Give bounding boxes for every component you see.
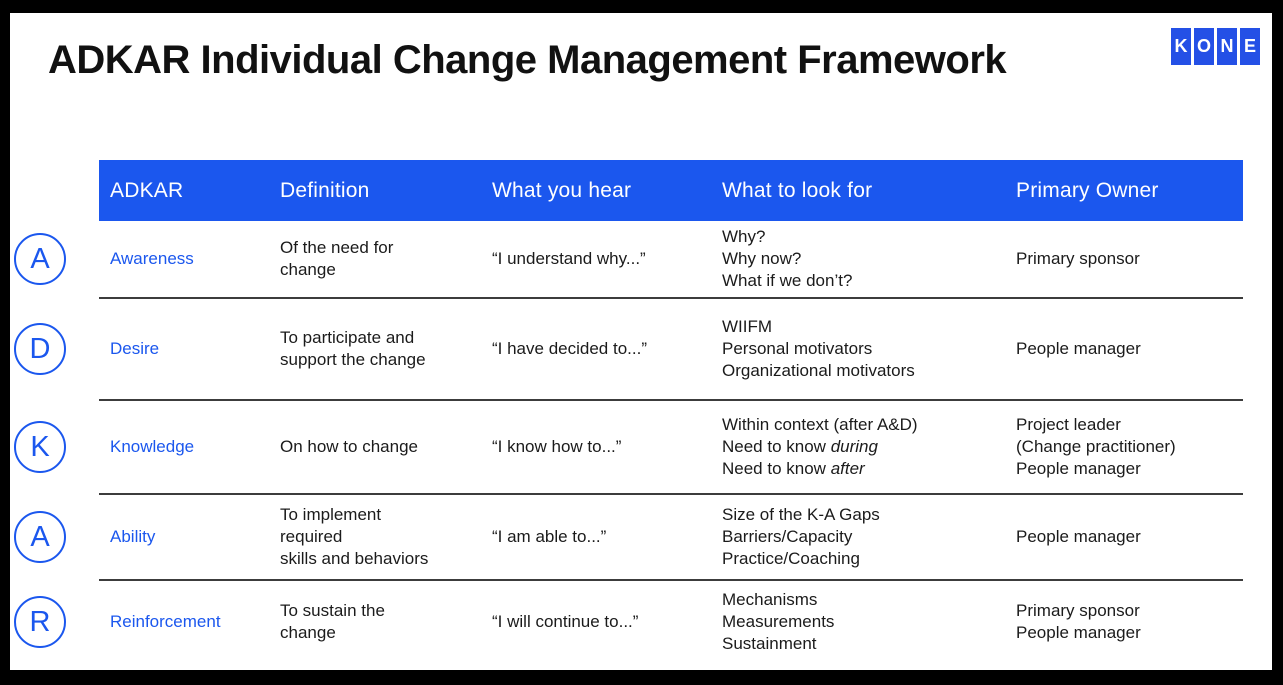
- table-row: A Awareness Of the need for change “I und…: [14, 221, 1243, 299]
- kone-logo-tile: K: [1171, 28, 1191, 65]
- letter-badge-text: A: [30, 243, 50, 275]
- cell-what-to-look-for: Why? Why now? What if we don’t?: [722, 226, 1016, 292]
- letter-badge-text: K: [30, 431, 50, 463]
- letter-badge: A: [14, 511, 66, 563]
- table-row: K Knowledge On how to change “I know how…: [14, 401, 1243, 495]
- page-title: ADKAR Individual Change Management Frame…: [48, 38, 1007, 82]
- cell-adkar-name: Desire: [110, 339, 160, 358]
- text-line: Mechanisms: [722, 589, 818, 609]
- text-line: People manager: [1016, 339, 1141, 358]
- text-line: support the change: [280, 350, 426, 369]
- letter-badge: K: [14, 421, 66, 473]
- text-line: Primary sponsor: [1016, 600, 1140, 620]
- cell-primary-owner: People manager: [1016, 526, 1243, 548]
- text-line: Need to know during: [722, 437, 878, 456]
- text-line: change: [280, 260, 336, 279]
- text-line: Organizational motivators: [722, 361, 915, 380]
- text-line: (Change practitioner): [1016, 437, 1176, 456]
- cell-adkar-name: Reinforcement: [110, 611, 221, 631]
- kone-logo-tile: O: [1194, 28, 1214, 65]
- cell-definition: Of the need for change: [280, 237, 492, 281]
- table-body: A Awareness Of the need for change “I und…: [14, 221, 1243, 662]
- cell-what-you-hear: “I have decided to...”: [492, 339, 647, 358]
- cell-primary-owner: Project leader (Change practitioner) Peopl…: [1016, 414, 1243, 480]
- cell-what-you-hear: “I am able to...”: [492, 527, 607, 546]
- cell-definition: To participate and support the change: [280, 327, 492, 371]
- table-row: A Ability To implement required skills and…: [14, 495, 1243, 581]
- column-header-what-you-hear: What you hear: [492, 178, 632, 202]
- text-line: Of the need for: [280, 238, 394, 257]
- adkar-table: ADKAR Definition What you hear What to l…: [14, 160, 1243, 662]
- column-header-definition: Definition: [280, 178, 370, 202]
- text-line: Practice/Coaching: [722, 549, 860, 568]
- cell-what-you-hear: “I will continue to...”: [492, 611, 639, 631]
- text-line: Barriers/Capacity: [722, 527, 853, 546]
- text-line: WIIFM: [722, 317, 773, 336]
- text-line: People manager: [1016, 459, 1141, 478]
- letter-badge-text: R: [29, 605, 51, 638]
- text-line: To participate and: [280, 328, 415, 347]
- text-line: On how to change: [280, 437, 418, 456]
- kone-logo-tile: E: [1240, 28, 1260, 65]
- text-line: Within context (after A&D): [722, 415, 918, 434]
- text-line: Why now?: [722, 249, 802, 268]
- cell-primary-owner: Primary sponsor: [1016, 248, 1243, 270]
- letter-badge-text: D: [29, 333, 51, 365]
- text-line: To sustain the: [280, 600, 385, 620]
- cell-primary-owner: People manager: [1016, 338, 1243, 360]
- text-line: change: [280, 622, 336, 642]
- kone-logo-tile: N: [1217, 28, 1237, 65]
- text-line: People manager: [1016, 527, 1141, 546]
- letter-badge-text: A: [30, 521, 50, 553]
- cell-what-you-hear: “I know how to...”: [492, 437, 622, 456]
- column-header-primary-owner: Primary Owner: [1016, 178, 1159, 202]
- text-line: Project leader: [1016, 415, 1121, 434]
- text-line: skills and behaviors: [280, 549, 429, 568]
- text-line: Need to know after: [722, 459, 865, 478]
- text-line: required: [280, 527, 343, 546]
- cell-adkar-name: Ability: [110, 527, 156, 546]
- text-line: What if we don’t?: [722, 271, 853, 290]
- letter-badge: A: [14, 233, 66, 285]
- text-line: Personal motivators: [722, 339, 873, 358]
- table-row: D Desire To participate and support the c…: [14, 299, 1243, 401]
- cell-what-you-hear: “I understand why...”: [492, 249, 646, 268]
- letter-badge: R: [14, 595, 66, 648]
- column-header-what-to-look-for: What to look for: [722, 178, 873, 202]
- cell-adkar-name: Awareness: [110, 249, 194, 268]
- text-line: People manager: [1016, 622, 1141, 642]
- cell-definition: To implement required skills and behaviors: [280, 504, 492, 570]
- text-line: To implement: [280, 505, 382, 524]
- column-header-adkar: ADKAR: [110, 178, 184, 202]
- cell-what-to-look-for: Within context (after A&D) Need to know d…: [722, 414, 1016, 480]
- text-line: Primary sponsor: [1016, 249, 1140, 268]
- text-line: Why?: [722, 227, 766, 246]
- text-line: Measurements: [722, 611, 835, 631]
- cell-definition: On how to change: [280, 436, 492, 458]
- table-header-row: ADKAR Definition What you hear What to l…: [99, 160, 1243, 221]
- text-line: Size of the K-A Gaps: [722, 505, 880, 524]
- cell-adkar-name: Knowledge: [110, 437, 195, 456]
- letter-badge: D: [14, 323, 66, 375]
- text-line: Sustainment: [722, 633, 817, 653]
